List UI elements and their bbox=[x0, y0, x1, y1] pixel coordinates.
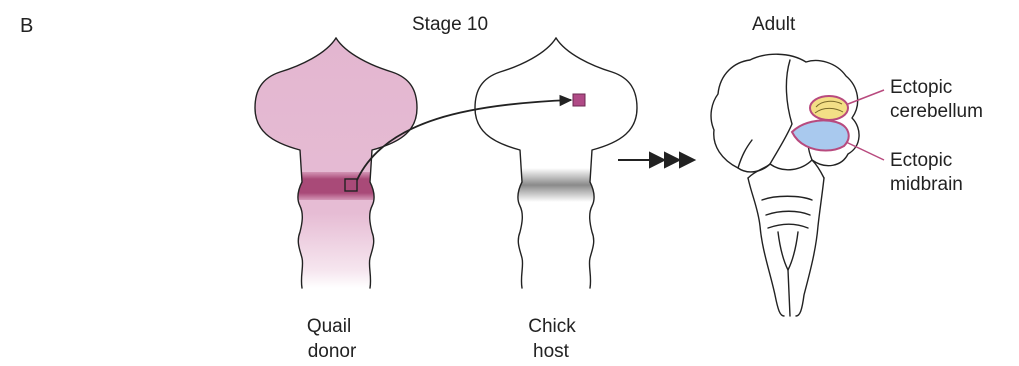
stage-title: Stage 10 bbox=[412, 14, 488, 35]
chick-caption-line1: Chick bbox=[528, 316, 576, 337]
quail-caption-line1: Quail bbox=[307, 316, 351, 337]
ectopic-cerebellum-shape bbox=[810, 96, 848, 120]
ectopic-midbrain-shape bbox=[792, 120, 849, 150]
quail-caption-line2: donor bbox=[308, 341, 357, 362]
adult-brain bbox=[711, 54, 859, 316]
chick-neural-tube bbox=[475, 38, 637, 288]
triple-arrow-icon bbox=[618, 153, 694, 167]
ectopic-cerebellum-line1: Ectopic bbox=[890, 77, 952, 98]
cerebellum-leader-line bbox=[848, 90, 884, 104]
quail-neural-tube bbox=[255, 38, 417, 288]
ectopic-midbrain-line2: midbrain bbox=[890, 174, 963, 195]
ectopic-cerebellum-line2: cerebellum bbox=[890, 101, 983, 122]
ectopic-midbrain-line1: Ectopic bbox=[890, 150, 952, 171]
chick-caption-line2: host bbox=[533, 341, 570, 362]
panel-label: B bbox=[20, 15, 33, 37]
grafted-tissue-square bbox=[573, 94, 585, 106]
adult-title: Adult bbox=[752, 14, 796, 35]
